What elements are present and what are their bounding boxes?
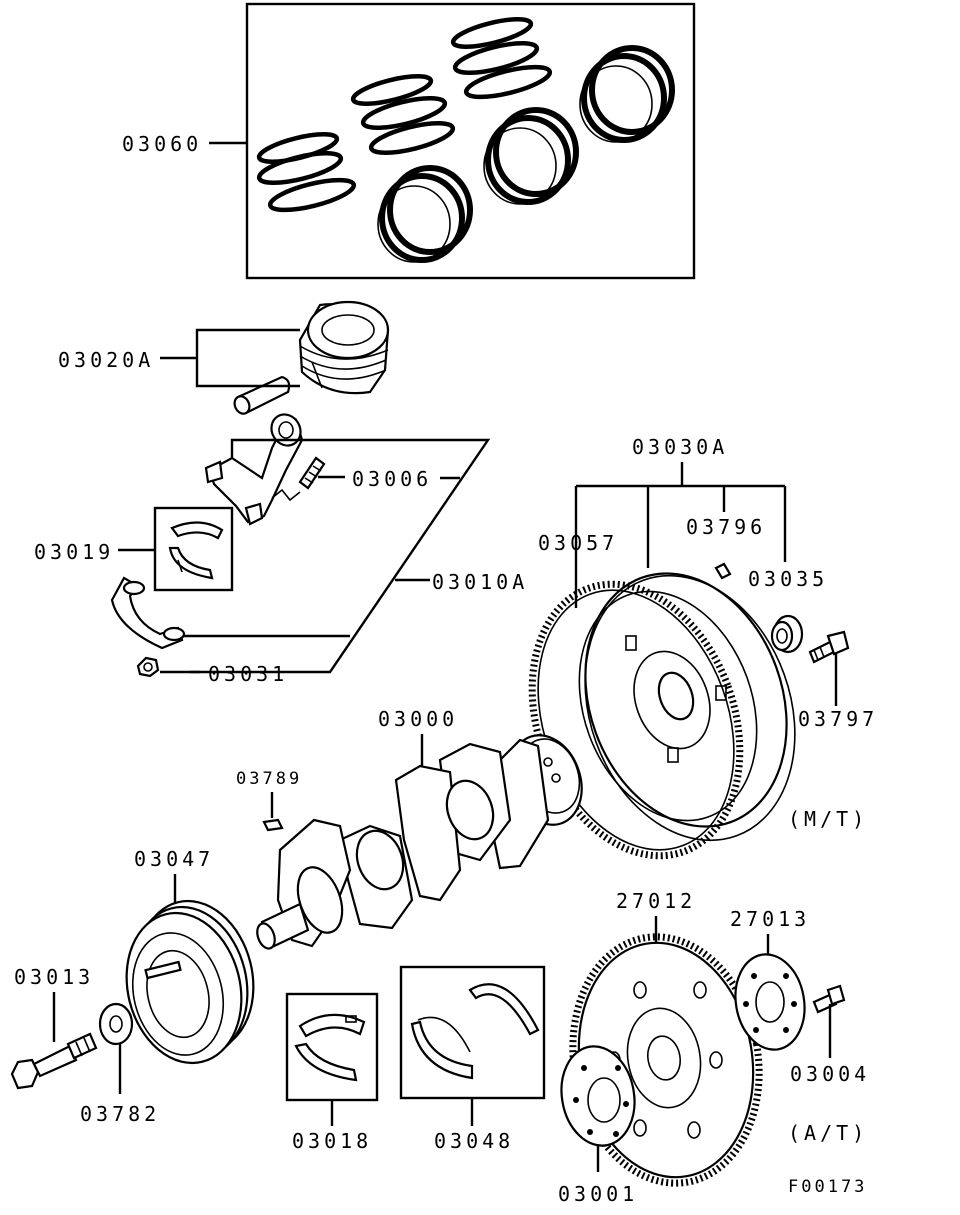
piston-pin — [233, 375, 291, 415]
piston-ring-group-1 — [256, 132, 357, 213]
label-03020A: 03020A — [58, 348, 154, 372]
conrod-bearing-box — [153, 506, 234, 592]
note-automatic: (A/T) — [788, 1121, 868, 1145]
pulley-bolt — [10, 1032, 98, 1090]
piston-ring-group-3 — [450, 17, 553, 100]
label-03047: 03047 — [134, 847, 214, 871]
label-03006: 03006 — [352, 467, 432, 491]
conrod-bolt-dash — [271, 488, 301, 502]
label-03001: 03001 — [558, 1182, 638, 1206]
figure-id: F00173 — [788, 1177, 867, 1197]
connecting-rod — [204, 413, 304, 526]
bracket-03010A — [190, 438, 491, 674]
label-03004: 03004 — [790, 1062, 870, 1086]
note-manual: (M/T) — [788, 807, 868, 831]
label-03018: 03018 — [292, 1129, 372, 1153]
label-03048: 03048 — [434, 1129, 514, 1153]
drive-plate-bolt — [812, 984, 846, 1014]
label-03030A: 03030A — [632, 435, 728, 459]
label-27013: 27013 — [730, 907, 810, 931]
label-03031: 03031 — [208, 662, 288, 686]
label-03035: 03035 — [748, 567, 828, 591]
piston-ring-group-2 — [350, 74, 456, 155]
label-03797: 03797 — [798, 707, 878, 731]
main-bearing-box — [285, 992, 379, 1102]
piston — [298, 300, 390, 395]
conrod-nut — [136, 656, 160, 678]
flywheel — [578, 572, 796, 842]
crank-key — [262, 818, 284, 832]
label-03000: 03000 — [378, 707, 458, 731]
label-03057: 03057 — [538, 531, 618, 555]
adapter-plate — [734, 953, 806, 1051]
piston-ring-set-box — [245, 2, 696, 280]
crankshaft — [256, 734, 583, 950]
flywheel-bushing — [770, 614, 804, 654]
oil-ring-group-2 — [483, 107, 579, 205]
adapter — [560, 1045, 636, 1147]
oil-ring-group-3 — [579, 45, 675, 143]
conrod-cap — [110, 576, 186, 650]
label-03010A: 03010A — [432, 570, 528, 594]
label-03060: 03060 — [122, 132, 202, 156]
label-03019: 03019 — [34, 540, 114, 564]
label-03013: 03013 — [14, 965, 94, 989]
conrod-bolt — [298, 456, 326, 490]
bracket-03030A — [574, 462, 787, 608]
label-03796: 03796 — [686, 515, 766, 539]
flywheel-pin — [714, 562, 732, 580]
thrust-bearing-box — [399, 965, 546, 1100]
label-03782: 03782 — [80, 1102, 160, 1126]
label-27012: 27012 — [616, 889, 696, 913]
flywheel-bolt — [808, 630, 850, 664]
oil-ring-group-1 — [377, 165, 473, 263]
crank-pulley — [125, 899, 255, 1065]
pulley-washer — [98, 1002, 134, 1046]
label-03789: 03789 — [236, 769, 302, 789]
